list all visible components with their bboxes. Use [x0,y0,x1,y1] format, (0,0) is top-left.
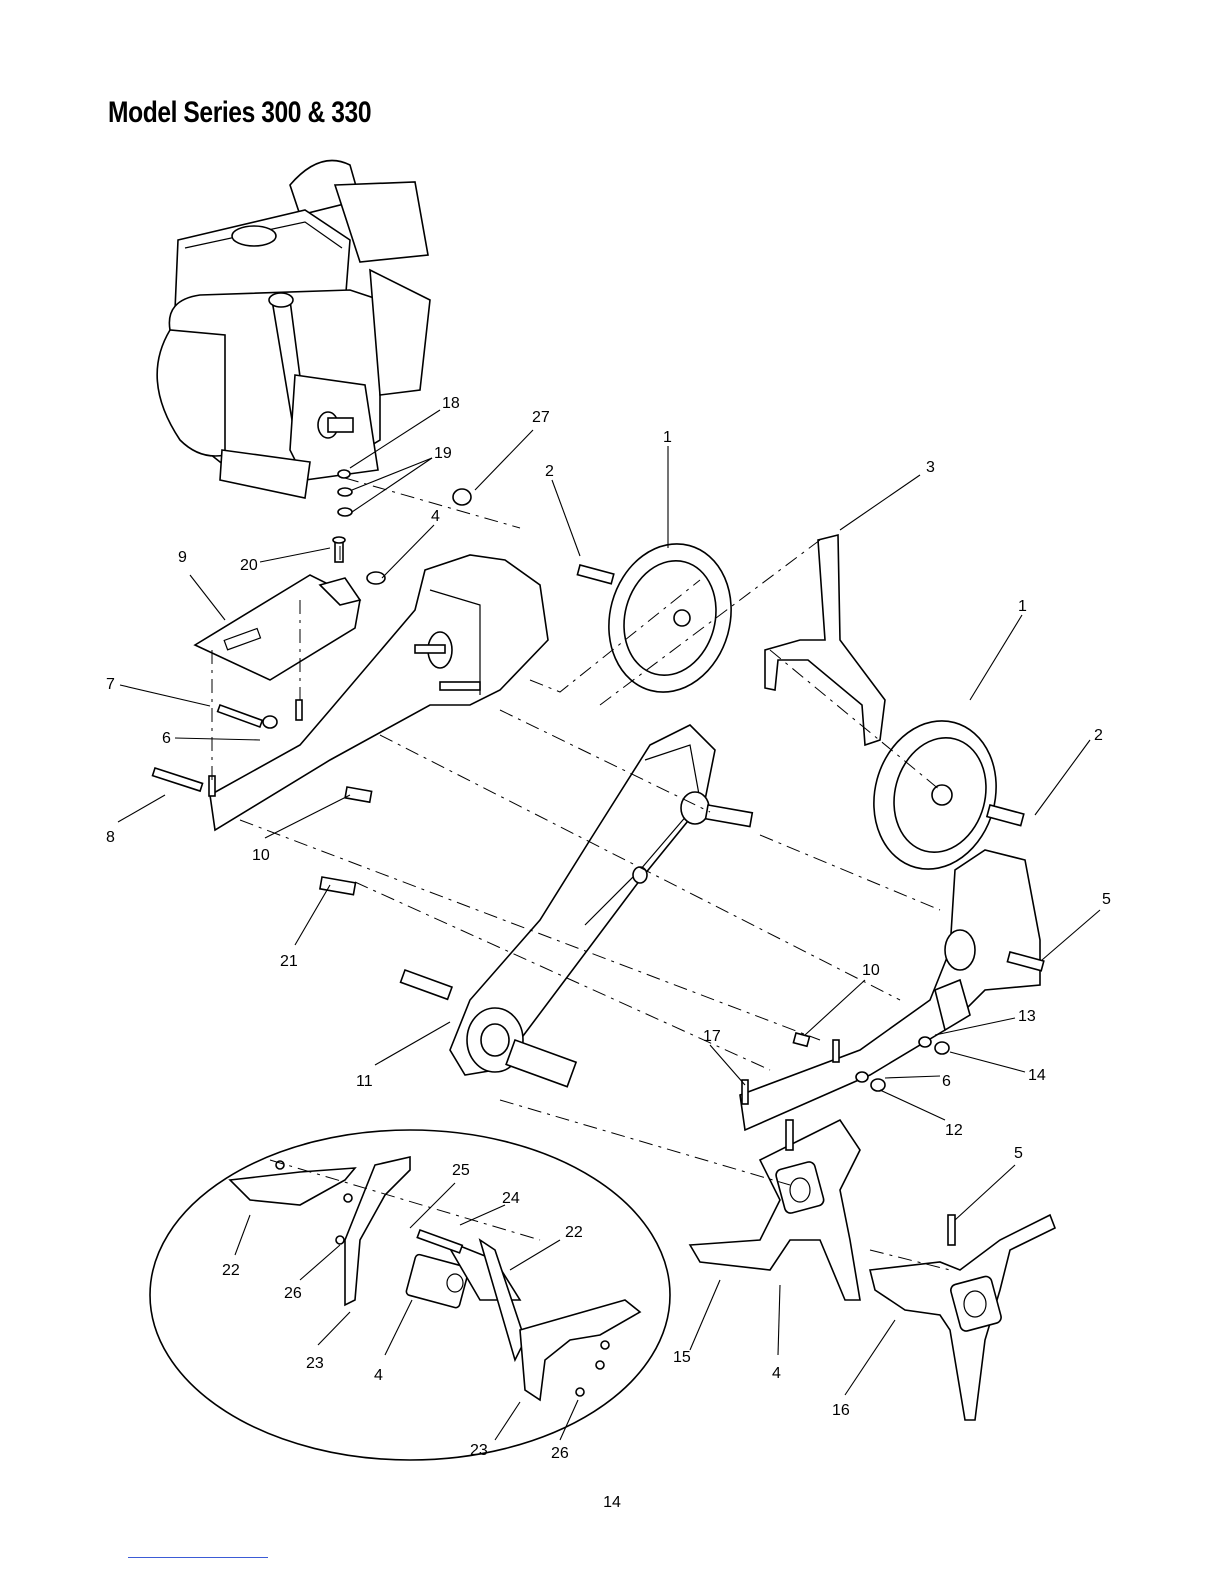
callout-27: 27 [532,409,550,426]
mounting-plate [195,575,360,680]
tine-assembly-15 [690,1120,860,1300]
callout-1-lower: 1 [1018,598,1027,615]
callout-26-lower: 26 [551,1445,569,1462]
footer-rule [128,1557,268,1558]
left-frame-bracket [210,555,548,830]
callout-19: 19 [434,445,452,462]
callout-14: 14 [1028,1067,1046,1084]
page-number: 14 [0,1494,1224,1512]
callout-17: 17 [703,1028,721,1045]
callout-18: 18 [442,395,460,412]
callout-3: 3 [926,459,935,476]
callout-21: 21 [280,953,298,970]
callout-20: 20 [240,557,258,574]
callout-23-right: 23 [470,1442,488,1459]
callout-10-right: 10 [862,962,880,979]
engine-illustration [157,161,430,499]
callout-5-tine: 5 [1014,1145,1023,1162]
callout-23-left: 23 [306,1355,324,1372]
callout-16: 16 [832,1402,850,1419]
callout-2-lower: 2 [1094,727,1103,744]
callout-6-right: 6 [942,1073,951,1090]
callout-12: 12 [945,1122,963,1139]
callout-26-upper: 26 [284,1285,302,1302]
callout-2-upper: 2 [545,463,554,480]
tine-assembly-16 [870,1215,1055,1420]
callout-7: 7 [106,676,115,693]
callout-24: 24 [502,1190,520,1207]
tine-detail-inset [150,1130,670,1460]
callout-6-left: 6 [162,730,171,747]
right-frame-bracket [740,850,1044,1130]
callout-1-upper: 1 [663,429,672,446]
callout-11: 11 [356,1073,373,1090]
callout-22-right: 22 [565,1224,583,1241]
callout-4-tine: 4 [772,1365,781,1382]
engine-mount-hardware [333,470,471,562]
callout-25: 25 [452,1162,470,1179]
callout-9: 9 [178,549,187,566]
callout-4-frame: 4 [431,508,440,525]
chain-case [401,725,753,1087]
callout-8: 8 [106,829,115,846]
callout-10-left: 10 [252,847,270,864]
callout-13: 13 [1018,1008,1036,1025]
callout-15: 15 [673,1349,691,1366]
callout-22-left: 22 [222,1262,240,1279]
callout-5-frame: 5 [1102,891,1111,908]
callout-4-inset: 4 [374,1367,383,1384]
wheel-upper [577,530,747,706]
wheel-bracket [765,535,885,745]
